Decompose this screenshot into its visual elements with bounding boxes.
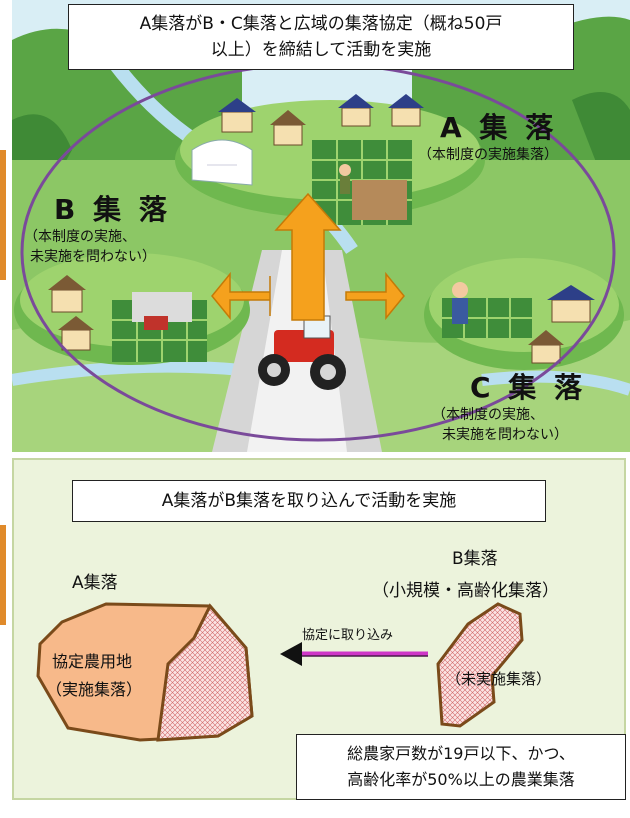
village-b-note-line2: 未実施を問わない）: [30, 249, 156, 265]
expansion-arrows: [211, 192, 405, 321]
village-a-note: （本制度の実施集落）: [418, 147, 558, 163]
village-b-name: B 集 落: [54, 193, 171, 226]
unimplemented-label: （未実施集落）: [446, 670, 552, 688]
village-c-note-line2: 未実施を問わない）: [442, 427, 568, 443]
village-scene: [11, 0, 630, 453]
farmland-label-line2: （実施集落）: [46, 680, 143, 699]
bottom-village-b-label-line1: B集落: [452, 549, 498, 569]
arrow-label: 協定に取り込み: [302, 628, 394, 643]
village-c-note-line1: （本制度の実施、: [432, 407, 544, 423]
left-tab-bottom: [0, 525, 6, 625]
tractor-icon: [258, 315, 346, 390]
bottom-village-b-label-line2: （小規模・高齢化集落）: [372, 581, 559, 601]
bottom-village-a-label: A集落: [72, 573, 118, 593]
village-c-name: C 集 落: [470, 371, 587, 404]
top-title-box: A集落がB・C集落と広域の集落協定（概ね50戸 以上）を締結して活動を実施: [68, 4, 574, 70]
bottom-title-box: A集落がB集落を取り込んで活動を実施: [72, 480, 546, 522]
condition-note-line1: 総農家戸数が19戸以下、かつ、: [347, 744, 575, 763]
farmland-label-line1: 協定農用地: [52, 652, 133, 671]
top-illustration: [11, 0, 630, 453]
condition-note-box: 総農家戸数が19戸以下、かつ、 高齢化率が50%以上の農業集落: [296, 734, 626, 800]
top-title-line2: 以上）を締結して活動を実施: [210, 40, 432, 60]
village-a-name: A 集 落: [440, 111, 558, 144]
left-tab-top: [0, 150, 6, 280]
top-title-line1: A集落がB・C集落と広域の集落協定（概ね50戸: [139, 14, 503, 34]
condition-note-line2: 高齢化率が50%以上の農業集落: [347, 770, 575, 789]
village-b-note-line1: （本制度の実施、: [24, 229, 136, 245]
